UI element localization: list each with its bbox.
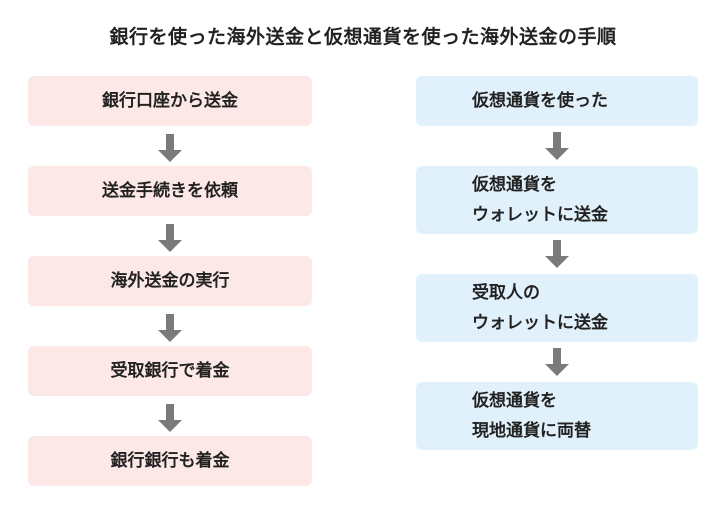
crypto-step-3-line-2: ウォレットに送金 <box>472 313 608 333</box>
bank-step-3: 海外送金の実行 <box>28 256 312 306</box>
down-arrow-icon <box>545 240 569 270</box>
crypto-step-4-line-1: 仮想通貨を <box>472 391 557 411</box>
down-arrow-icon <box>158 314 182 344</box>
bank-step-1-label: 銀行口座から送金 <box>102 91 238 111</box>
bank-step-5: 銀行銀行も着金 <box>28 436 312 486</box>
crypto-step-3-line-1: 受取人の <box>472 283 540 303</box>
crypto-step-1-line-1: 仮想通貨を使った <box>472 91 608 111</box>
bank-step-5-label: 銀行銀行も着金 <box>110 451 230 471</box>
crypto-step-3: 受取人の ウォレットに送金 <box>416 274 698 342</box>
down-arrow-icon <box>158 134 182 164</box>
crypto-step-4: 仮想通貨を 現地通貨に両替 <box>416 382 698 450</box>
bank-step-4: 受取銀行で着金 <box>28 346 312 396</box>
crypto-step-4-line-2: 現地通貨に両替 <box>472 421 591 441</box>
bank-step-2: 送金手続きを依頼 <box>28 166 312 216</box>
down-arrow-icon <box>158 224 182 254</box>
down-arrow-icon <box>545 348 569 378</box>
crypto-step-2-line-1: 仮想通貨を <box>472 175 557 195</box>
bank-step-1: 銀行口座から送金 <box>28 76 312 126</box>
diagram-title: 銀行を使った海外送金と仮想通貨を使った海外送金の手順 <box>109 26 617 48</box>
bank-step-4-label: 受取銀行で着金 <box>110 361 230 381</box>
crypto-step-2: 仮想通貨を ウォレットに送金 <box>416 166 698 234</box>
down-arrow-icon <box>545 132 569 162</box>
bank-step-3-label: 海外送金の実行 <box>110 271 230 291</box>
down-arrow-icon <box>158 404 182 434</box>
bank-step-2-label: 送金手続きを依頼 <box>102 181 238 201</box>
crypto-step-2-line-2: ウォレットに送金 <box>472 205 608 225</box>
crypto-step-1: 仮想通貨を使った <box>416 76 698 126</box>
